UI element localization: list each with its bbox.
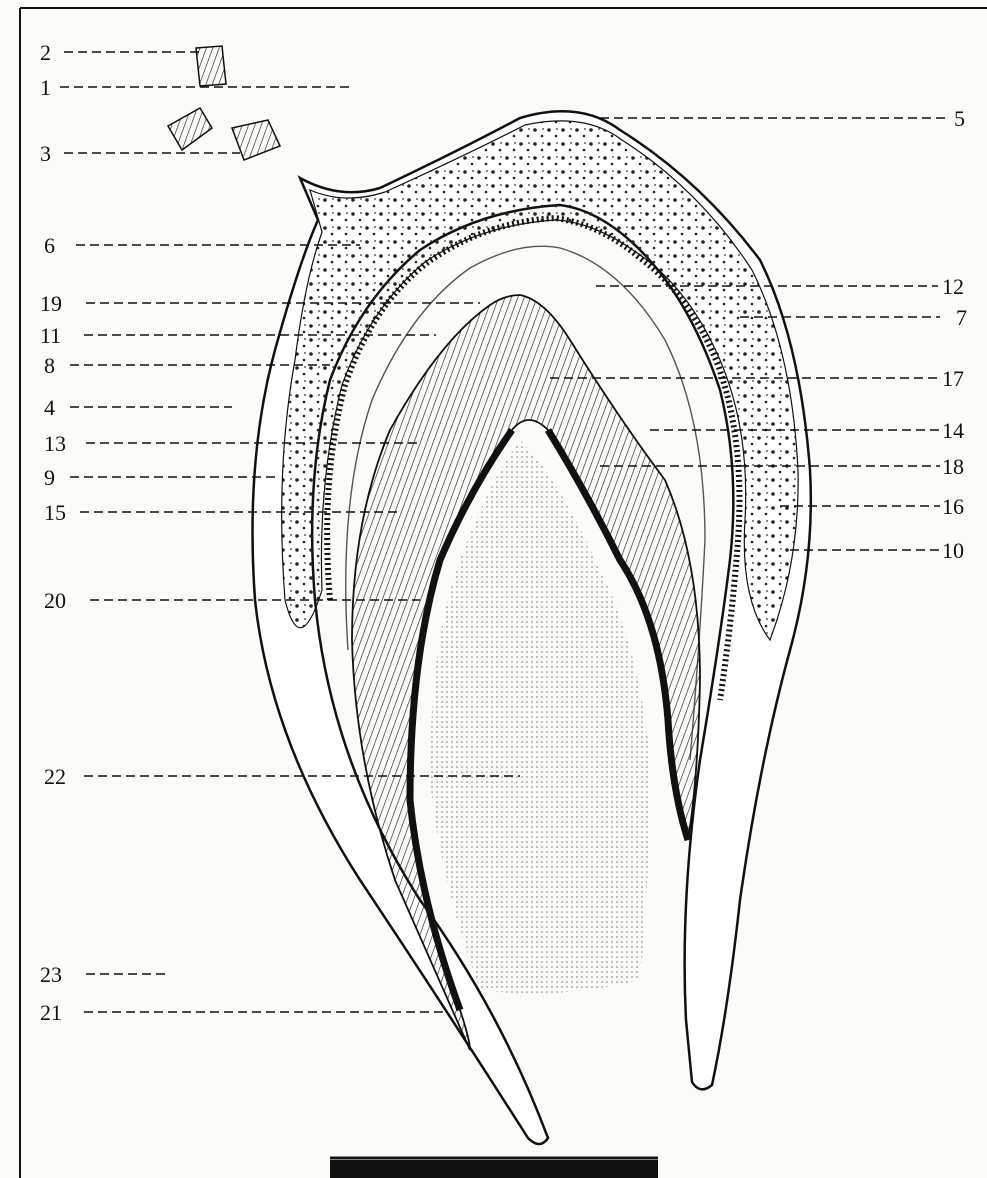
- label-15: 15: [44, 500, 66, 525]
- labels-right: 5 12 7 17 14 18 16 10: [942, 106, 967, 563]
- label-4: 4: [44, 395, 55, 420]
- label-21: 21: [40, 1000, 62, 1025]
- label-22: 22: [44, 764, 66, 789]
- bottom-stamp-fragment: [330, 1158, 658, 1178]
- label-7: 7: [956, 305, 967, 330]
- label-12: 12: [942, 274, 964, 299]
- label-11: 11: [40, 323, 61, 348]
- label-18: 18: [942, 454, 964, 479]
- label-10: 10: [942, 538, 964, 563]
- label-20: 20: [44, 588, 66, 613]
- detached-fragments: [168, 46, 280, 160]
- label-9: 9: [44, 465, 55, 490]
- label-3: 3: [40, 141, 51, 166]
- labels-left: 2 1 3 6 19 11 8 4 13 9 15 20 22 23 21: [40, 40, 66, 1025]
- label-23: 23: [40, 962, 62, 987]
- label-14: 14: [942, 418, 964, 443]
- label-8: 8: [44, 353, 55, 378]
- label-1: 1: [40, 75, 51, 100]
- label-19: 19: [40, 291, 62, 316]
- label-13: 13: [44, 431, 66, 456]
- label-2: 2: [40, 40, 51, 65]
- label-16: 16: [942, 494, 964, 519]
- label-5: 5: [954, 106, 965, 131]
- label-17: 17: [942, 366, 964, 391]
- label-6: 6: [44, 233, 55, 258]
